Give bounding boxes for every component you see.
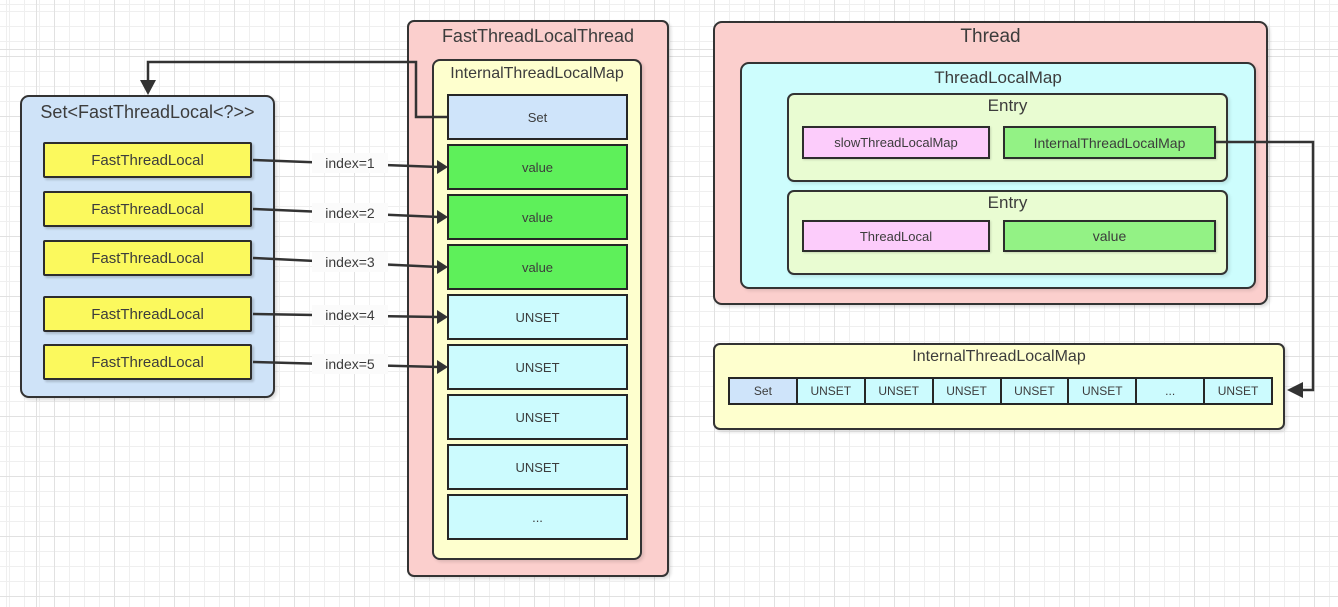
map-cell-set: Set: [447, 94, 628, 140]
entry-title: Entry: [987, 193, 1028, 212]
array-cell: UNSET: [931, 377, 1002, 405]
map-cell-unset: UNSET: [447, 294, 628, 340]
index-label: index=5: [312, 354, 388, 374]
entry-box-1: Entry slowThreadLocalMap InternalThreadL…: [787, 93, 1228, 182]
fastthreadlocal-box: FastThreadLocal: [43, 296, 252, 332]
index-label: index=3: [312, 252, 388, 272]
thread-title: Thread: [960, 26, 1021, 47]
internalthreadlocalmap-ref-box: InternalThreadLocalMap: [1003, 126, 1216, 159]
threadlocalmap-box: ThreadLocalMap Entry slowThreadLocalMap …: [740, 62, 1256, 289]
fastthreadlocal-box: FastThreadLocal: [43, 240, 252, 276]
array-cell: UNSET: [999, 377, 1070, 405]
fastthreadlocal-box: FastThreadLocal: [43, 344, 252, 380]
map-cell-unset: UNSET: [447, 444, 628, 490]
index-label: index=1: [312, 153, 388, 173]
array-cell: ...: [1135, 377, 1206, 405]
arrowhead-left-icon: [1287, 382, 1303, 398]
array-cell: UNSET: [1067, 377, 1138, 405]
array-cell: UNSET: [1203, 377, 1273, 405]
fastthreadlocalthread-title: FastThreadLocalThread: [441, 26, 635, 46]
index-label: index=2: [312, 203, 388, 223]
map-cell-unset: UNSET: [447, 344, 628, 390]
array-cell: UNSET: [795, 377, 866, 405]
arrowhead-down-icon: [140, 80, 156, 95]
internalthreadlocalmap-title: InternalThreadLocalMap: [450, 65, 624, 82]
threadlocalmap-title: ThreadLocalMap: [934, 68, 1062, 87]
array-cell: Set: [728, 377, 798, 405]
internalthreadlocalmap-array-title: InternalThreadLocalMap: [912, 348, 1086, 365]
map-cell-value: value: [447, 244, 628, 290]
set-fastthreadlocal-title: Set<FastThreadLocal<?>>: [40, 102, 255, 122]
slowthreadlocalmap-box: slowThreadLocalMap: [802, 126, 990, 159]
value-box: value: [1003, 220, 1216, 252]
array-cell: UNSET: [863, 377, 934, 405]
index-label: index=4: [312, 305, 388, 325]
thread-box: Thread ThreadLocalMap Entry slowThreadLo…: [713, 21, 1268, 305]
fastthreadlocal-box: FastThreadLocal: [43, 191, 252, 227]
map-cell-value: value: [447, 194, 628, 240]
fastthreadlocalthread-box: FastThreadLocalThread InternalThreadLoca…: [407, 20, 669, 577]
threadlocal-box: ThreadLocal: [802, 220, 990, 252]
map-cell-unset: UNSET: [447, 394, 628, 440]
map-cell-value: value: [447, 144, 628, 190]
fastthreadlocal-box: FastThreadLocal: [43, 142, 252, 178]
entry-title: Entry: [987, 96, 1028, 115]
map-cell-: ...: [447, 494, 628, 540]
entry-box-2: Entry ThreadLocal value: [787, 190, 1228, 275]
